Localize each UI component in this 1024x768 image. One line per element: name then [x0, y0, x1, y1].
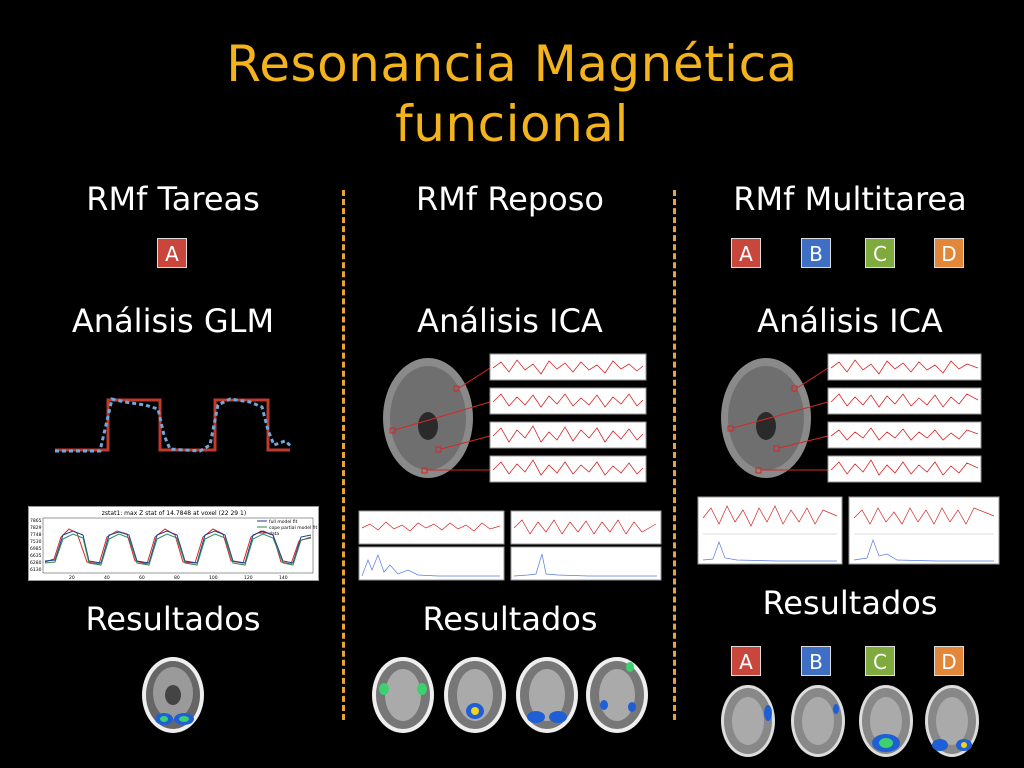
- ytick: 7530: [30, 539, 42, 545]
- badge-c: C: [865, 238, 895, 268]
- block-design-boxcar: [55, 398, 290, 452]
- column-divider-2: [673, 190, 676, 720]
- heading-rmf-multitarea: RMf Multitarea: [733, 180, 967, 218]
- multitask-ica-components-figure: [721, 353, 982, 483]
- legend-entry: data: [269, 531, 279, 537]
- ytick: 6280: [30, 560, 42, 566]
- ytick: 6635: [30, 553, 42, 559]
- result-badge-a: A: [731, 646, 761, 676]
- xtick: 60: [139, 575, 145, 580]
- xtick: 40: [104, 575, 110, 580]
- heading-resultados-2: Resultados: [422, 600, 598, 638]
- glm-timeseries-plot: zstat1: max Z stat of 14.7848 at voxel (…: [28, 506, 319, 581]
- page-title-line1: Resonancia Magnética: [226, 35, 798, 93]
- ytick: 6985: [30, 546, 42, 552]
- hrf-fit-curve: [55, 397, 293, 453]
- result-badge-c: C: [865, 646, 895, 676]
- heading-analisis-ica-2: Análisis ICA: [757, 302, 943, 340]
- xtick: 20: [69, 575, 75, 580]
- ytick: 7748: [30, 532, 42, 538]
- ytick: 6130: [30, 567, 42, 573]
- badge-d: D: [934, 238, 964, 268]
- heading-resultados-1: Resultados: [85, 600, 261, 638]
- ytick: 7829: [30, 525, 42, 531]
- brain-result-image: [142, 657, 204, 733]
- ytick: 7865: [30, 518, 42, 524]
- rest-network-brain-images: [372, 657, 648, 733]
- badge-a: A: [157, 238, 187, 268]
- xtick: 100: [209, 575, 218, 580]
- heading-analisis-ica-1: Análisis ICA: [417, 302, 603, 340]
- heading-analisis-glm: Análisis GLM: [71, 302, 275, 340]
- badge-a: A: [731, 238, 761, 268]
- glm-fit-series: [44, 530, 312, 564]
- multitask-spectra-panels: [697, 496, 1000, 565]
- glm-partial-series: [44, 533, 312, 566]
- xtick: 140: [279, 575, 288, 580]
- legend-entry: full model fit: [269, 519, 298, 525]
- ica-brain-components-figure: [383, 353, 647, 483]
- page-title-line2: funcional: [395, 95, 629, 153]
- xtick: 120: [244, 575, 253, 580]
- heading-rmf-reposo: RMf Reposo: [416, 180, 604, 218]
- legend-entry: cope partial model fit: [269, 525, 317, 531]
- heading-resultados-3: Resultados: [762, 584, 938, 622]
- multitask-result-brain-images: [721, 685, 979, 757]
- badge-b: B: [801, 238, 831, 268]
- glm-plot-title: zstat1: max Z stat of 14.7848 at voxel (…: [102, 510, 246, 517]
- result-badge-d: D: [934, 646, 964, 676]
- xtick: 80: [174, 575, 180, 580]
- result-badge-b: B: [801, 646, 831, 676]
- glm-block-design-plot: [55, 397, 293, 453]
- ica-spectra-panels: [358, 510, 662, 581]
- column-divider-1: [342, 190, 345, 720]
- heading-rmf-tareas: RMf Tareas: [86, 180, 260, 218]
